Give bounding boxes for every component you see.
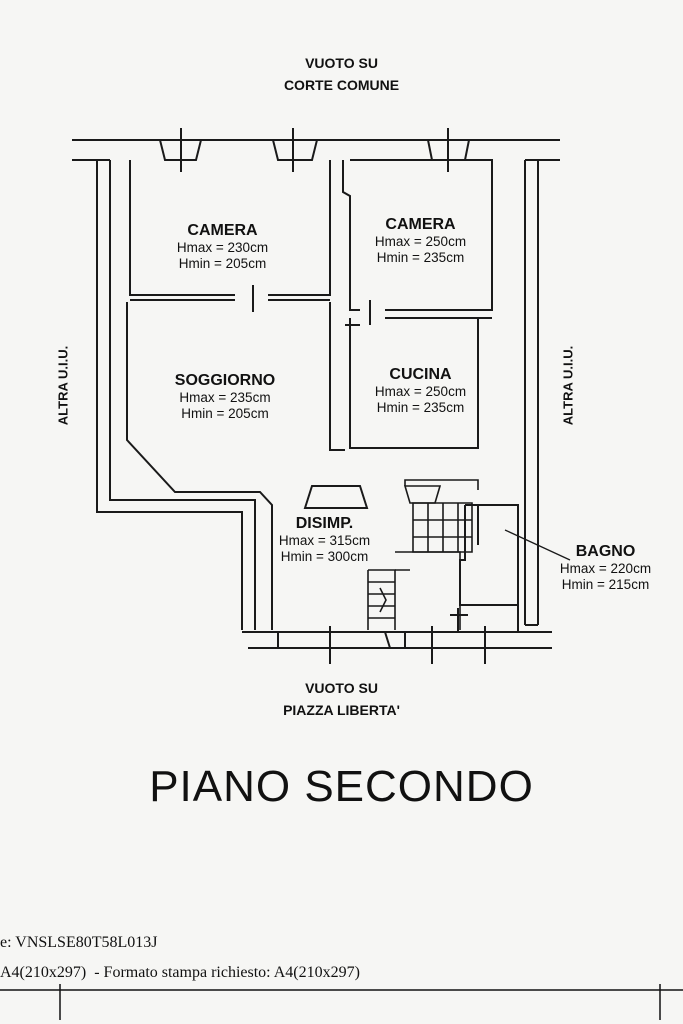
room-hmin: Hmin = 215cm — [561, 576, 650, 592]
bottom-label-line1: VUOTO SU — [305, 680, 378, 696]
room-name: DISIMP. — [295, 515, 354, 532]
room-disimp: DISIMP. Hmax = 315cm Hmin = 300cm — [262, 515, 387, 564]
top-windows — [159, 128, 470, 172]
left-outer-wall — [96, 160, 256, 630]
soggiorno-walls — [126, 302, 345, 630]
room-name: CAMERA — [187, 222, 258, 239]
disimp-fixture — [303, 485, 369, 509]
camera-1-walls — [129, 160, 331, 301]
top-orientation-label: VUOTO SU CORTE COMUNE — [0, 55, 683, 93]
room-name: CUCINA — [389, 366, 452, 383]
bottom-orientation-label: VUOTO SU PIAZZA LIBERTA' — [0, 680, 683, 718]
staircase — [367, 479, 479, 630]
top-label-line2: CORTE COMUNE — [283, 77, 400, 94]
room-name: BAGNO — [575, 543, 636, 560]
room-hmin: Hmin = 205cm — [181, 405, 269, 421]
left-side-label: ALTRA U.I.U. — [55, 345, 71, 426]
floor-title: PIANO SECONDO — [149, 762, 534, 811]
right-side-label: ALTRA U.I.U. — [560, 345, 576, 426]
bottom-windows — [277, 626, 486, 664]
bagno-walls — [459, 504, 519, 632]
room-hmax: Hmax = 250cm — [374, 234, 467, 250]
room-hmax: Hmax = 250cm — [374, 384, 467, 400]
room-hmin: Hmin = 300cm — [280, 548, 369, 564]
bagno-leader — [504, 529, 571, 561]
top-label-line1: VUOTO SU — [305, 55, 378, 71]
room-bagno: BAGNO Hmax = 220cm Hmin = 215cm — [543, 543, 668, 592]
bottom-wall — [242, 631, 552, 649]
room-cucina: CUCINA Hmax = 250cm Hmin = 235cm — [358, 366, 483, 415]
room-name: SOGGIORNO — [174, 372, 276, 389]
footer-rule — [0, 984, 683, 1020]
room-hmin: Hmin = 235cm — [376, 249, 465, 265]
footer-print-format: A4(210x297) - Formato stampa richiesto: … — [0, 964, 360, 981]
room-name: CAMERA — [385, 216, 456, 233]
bottom-label-line2: PIAZZA LIBERTA' — [283, 702, 400, 719]
room-hmax: Hmax = 315cm — [278, 533, 371, 549]
footer-fiscal-code: e: VNSLSE80T58L013J — [0, 934, 158, 951]
room-hmin: Hmin = 205cm — [178, 255, 267, 271]
room-soggiorno: SOGGIORNO Hmax = 235cm Hmin = 205cm — [155, 372, 295, 421]
room-hmin: Hmin = 235cm — [376, 399, 465, 415]
room-camera-1: CAMERA Hmax = 230cm Hmin = 205cm — [160, 222, 285, 271]
room-hmax: Hmax = 235cm — [179, 390, 271, 406]
cucina-walls — [345, 317, 492, 449]
room-hmax: Hmax = 230cm — [176, 240, 269, 256]
camera-2-walls — [342, 159, 493, 311]
right-outer-wall — [524, 160, 539, 626]
room-camera-2: CAMERA Hmax = 250cm Hmin = 235cm — [358, 216, 483, 265]
room-hmax: Hmax = 220cm — [559, 561, 652, 577]
